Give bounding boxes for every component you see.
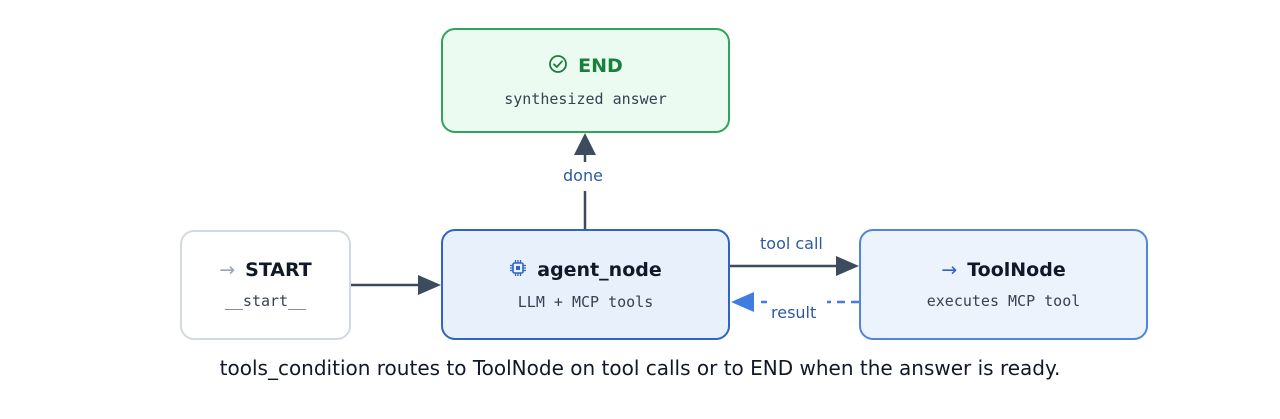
edge-label-tool-call: tool call bbox=[760, 234, 823, 253]
arrow-right-icon: → bbox=[219, 259, 236, 281]
edge-label-result: result bbox=[771, 303, 817, 322]
start-node-title-row: → START bbox=[219, 261, 312, 280]
edge-tool-to-agent bbox=[731, 292, 859, 312]
edge-start-to-agent bbox=[351, 275, 441, 295]
agent-node-subtitle: LLM + MCP tools bbox=[517, 293, 654, 311]
edge-agent-to-tool bbox=[730, 256, 859, 276]
agent-node-title: agent_node bbox=[537, 258, 662, 281]
tool-node-subtitle: executes MCP tool bbox=[926, 291, 1081, 310]
agent-node: agent_node LLM + MCP tools bbox=[441, 229, 730, 340]
arrow-right-icon: → bbox=[941, 258, 958, 281]
edge-agent-to-end bbox=[574, 133, 596, 229]
start-node-subtitle: __start__ bbox=[224, 292, 307, 310]
start-node: → START __start__ bbox=[180, 230, 351, 340]
agent-node-title-row: agent_node bbox=[509, 258, 662, 281]
end-node: END synthesized answer bbox=[441, 28, 730, 133]
end-node-subtitle: synthesized answer bbox=[504, 90, 667, 108]
end-node-title-row: END bbox=[548, 54, 623, 78]
start-node-title: START bbox=[245, 259, 312, 281]
tool-node: → ToolNode executes MCP tool bbox=[859, 229, 1148, 340]
diagram-caption: tools_condition routes to ToolNode on to… bbox=[219, 356, 1061, 380]
end-node-title: END bbox=[578, 54, 623, 77]
tool-node-title-row: → ToolNode bbox=[941, 258, 1066, 281]
chip-icon bbox=[509, 259, 527, 281]
check-circle-icon bbox=[548, 54, 568, 78]
edge-label-done: done bbox=[563, 166, 603, 185]
tool-node-title: ToolNode bbox=[967, 258, 1066, 281]
